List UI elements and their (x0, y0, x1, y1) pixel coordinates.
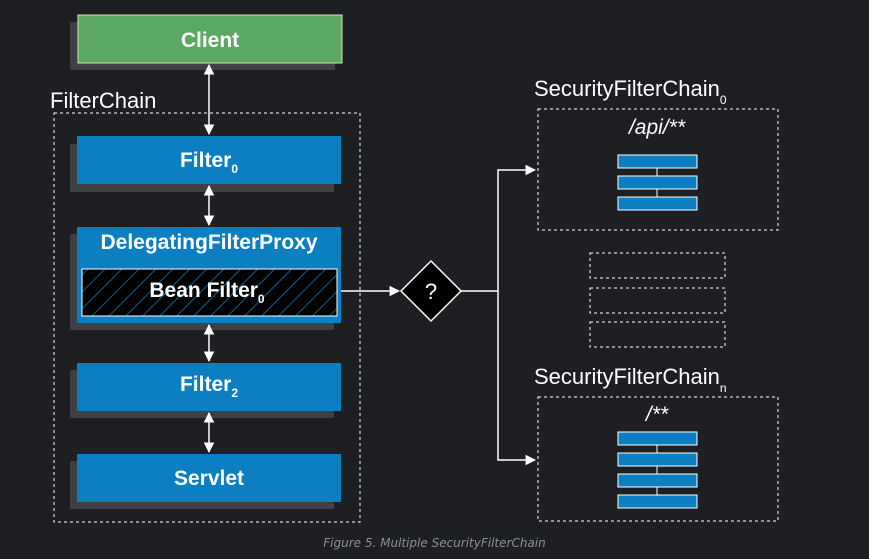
decision-to-chainn-arrow (497, 291, 537, 466)
filter-2-label: Filter (180, 373, 231, 396)
servlet-label: Servlet (174, 467, 244, 490)
chain0-filter-bar (617, 196, 698, 211)
security-filter-chain-0-title: SecurityFilterChain (534, 76, 720, 101)
chainn-filter-bar (617, 473, 698, 488)
security-filter-chain-n-title: SecurityFilterChain (534, 364, 720, 389)
svg-text:Filter0: Filter0 (180, 149, 238, 176)
security-filter-chain-n: SecurityFilterChainn /** (534, 364, 779, 522)
decision-to-chain0-arrow (461, 164, 537, 292)
chainn-filter-bar (617, 494, 698, 509)
svg-text:Bean Filter0: Bean Filter0 (149, 279, 265, 306)
bean-filter-label: Bean Filter (149, 279, 258, 302)
svg-text:SecurityFilterChainn: SecurityFilterChainn (534, 364, 727, 395)
security-filter-chain-n-container (537, 396, 779, 522)
client-label: Client (181, 29, 239, 52)
svg-text:Filter2: Filter2 (180, 373, 238, 400)
filter-0-subscript: 0 (231, 162, 238, 176)
decision-diamond: ? (399, 259, 463, 323)
bean-filter-box: Bean Filter0 (81, 268, 338, 317)
servlet-box: Servlet (70, 454, 341, 509)
filter-0-box: Filter0 (70, 136, 341, 192)
security-filter-chain-0-subscript: 0 (720, 93, 727, 107)
filter-2-subscript: 2 (231, 386, 238, 400)
client-box: Client (70, 14, 343, 70)
security-filter-chain-n-subscript: n (720, 381, 727, 395)
chainn-filter-bar (617, 431, 698, 446)
filter-0-label: Filter (180, 149, 231, 172)
placeholder-chain-box (589, 287, 726, 314)
security-filter-chain-0-container (537, 108, 779, 231)
filter-chain-title: FilterChain (50, 88, 156, 113)
decision-label: ? (425, 279, 437, 304)
chain0-filter-bar (617, 154, 698, 169)
figure-caption: Figure 5. Multiple SecurityFilterChain (323, 536, 546, 550)
security-filter-chain-0-pattern: /api/** (627, 116, 686, 139)
chainn-filter-bar (617, 452, 698, 467)
security-filter-chain-0: SecurityFilterChain0 /api/** (534, 76, 779, 231)
bean-filter-subscript: 0 (258, 292, 265, 306)
filter-2-box: Filter2 (70, 363, 341, 418)
delegating-filter-proxy-label: DelegatingFilterProxy (100, 231, 317, 254)
placeholder-chain-box (589, 321, 726, 348)
svg-text:SecurityFilterChain0: SecurityFilterChain0 (534, 76, 727, 107)
delegating-filter-proxy-box: DelegatingFilterProxy Bean Filter0 (70, 227, 341, 330)
security-filter-chain-n-pattern: /** (644, 403, 669, 426)
placeholder-chain-box (589, 252, 726, 279)
chain0-filter-bar (617, 175, 698, 190)
